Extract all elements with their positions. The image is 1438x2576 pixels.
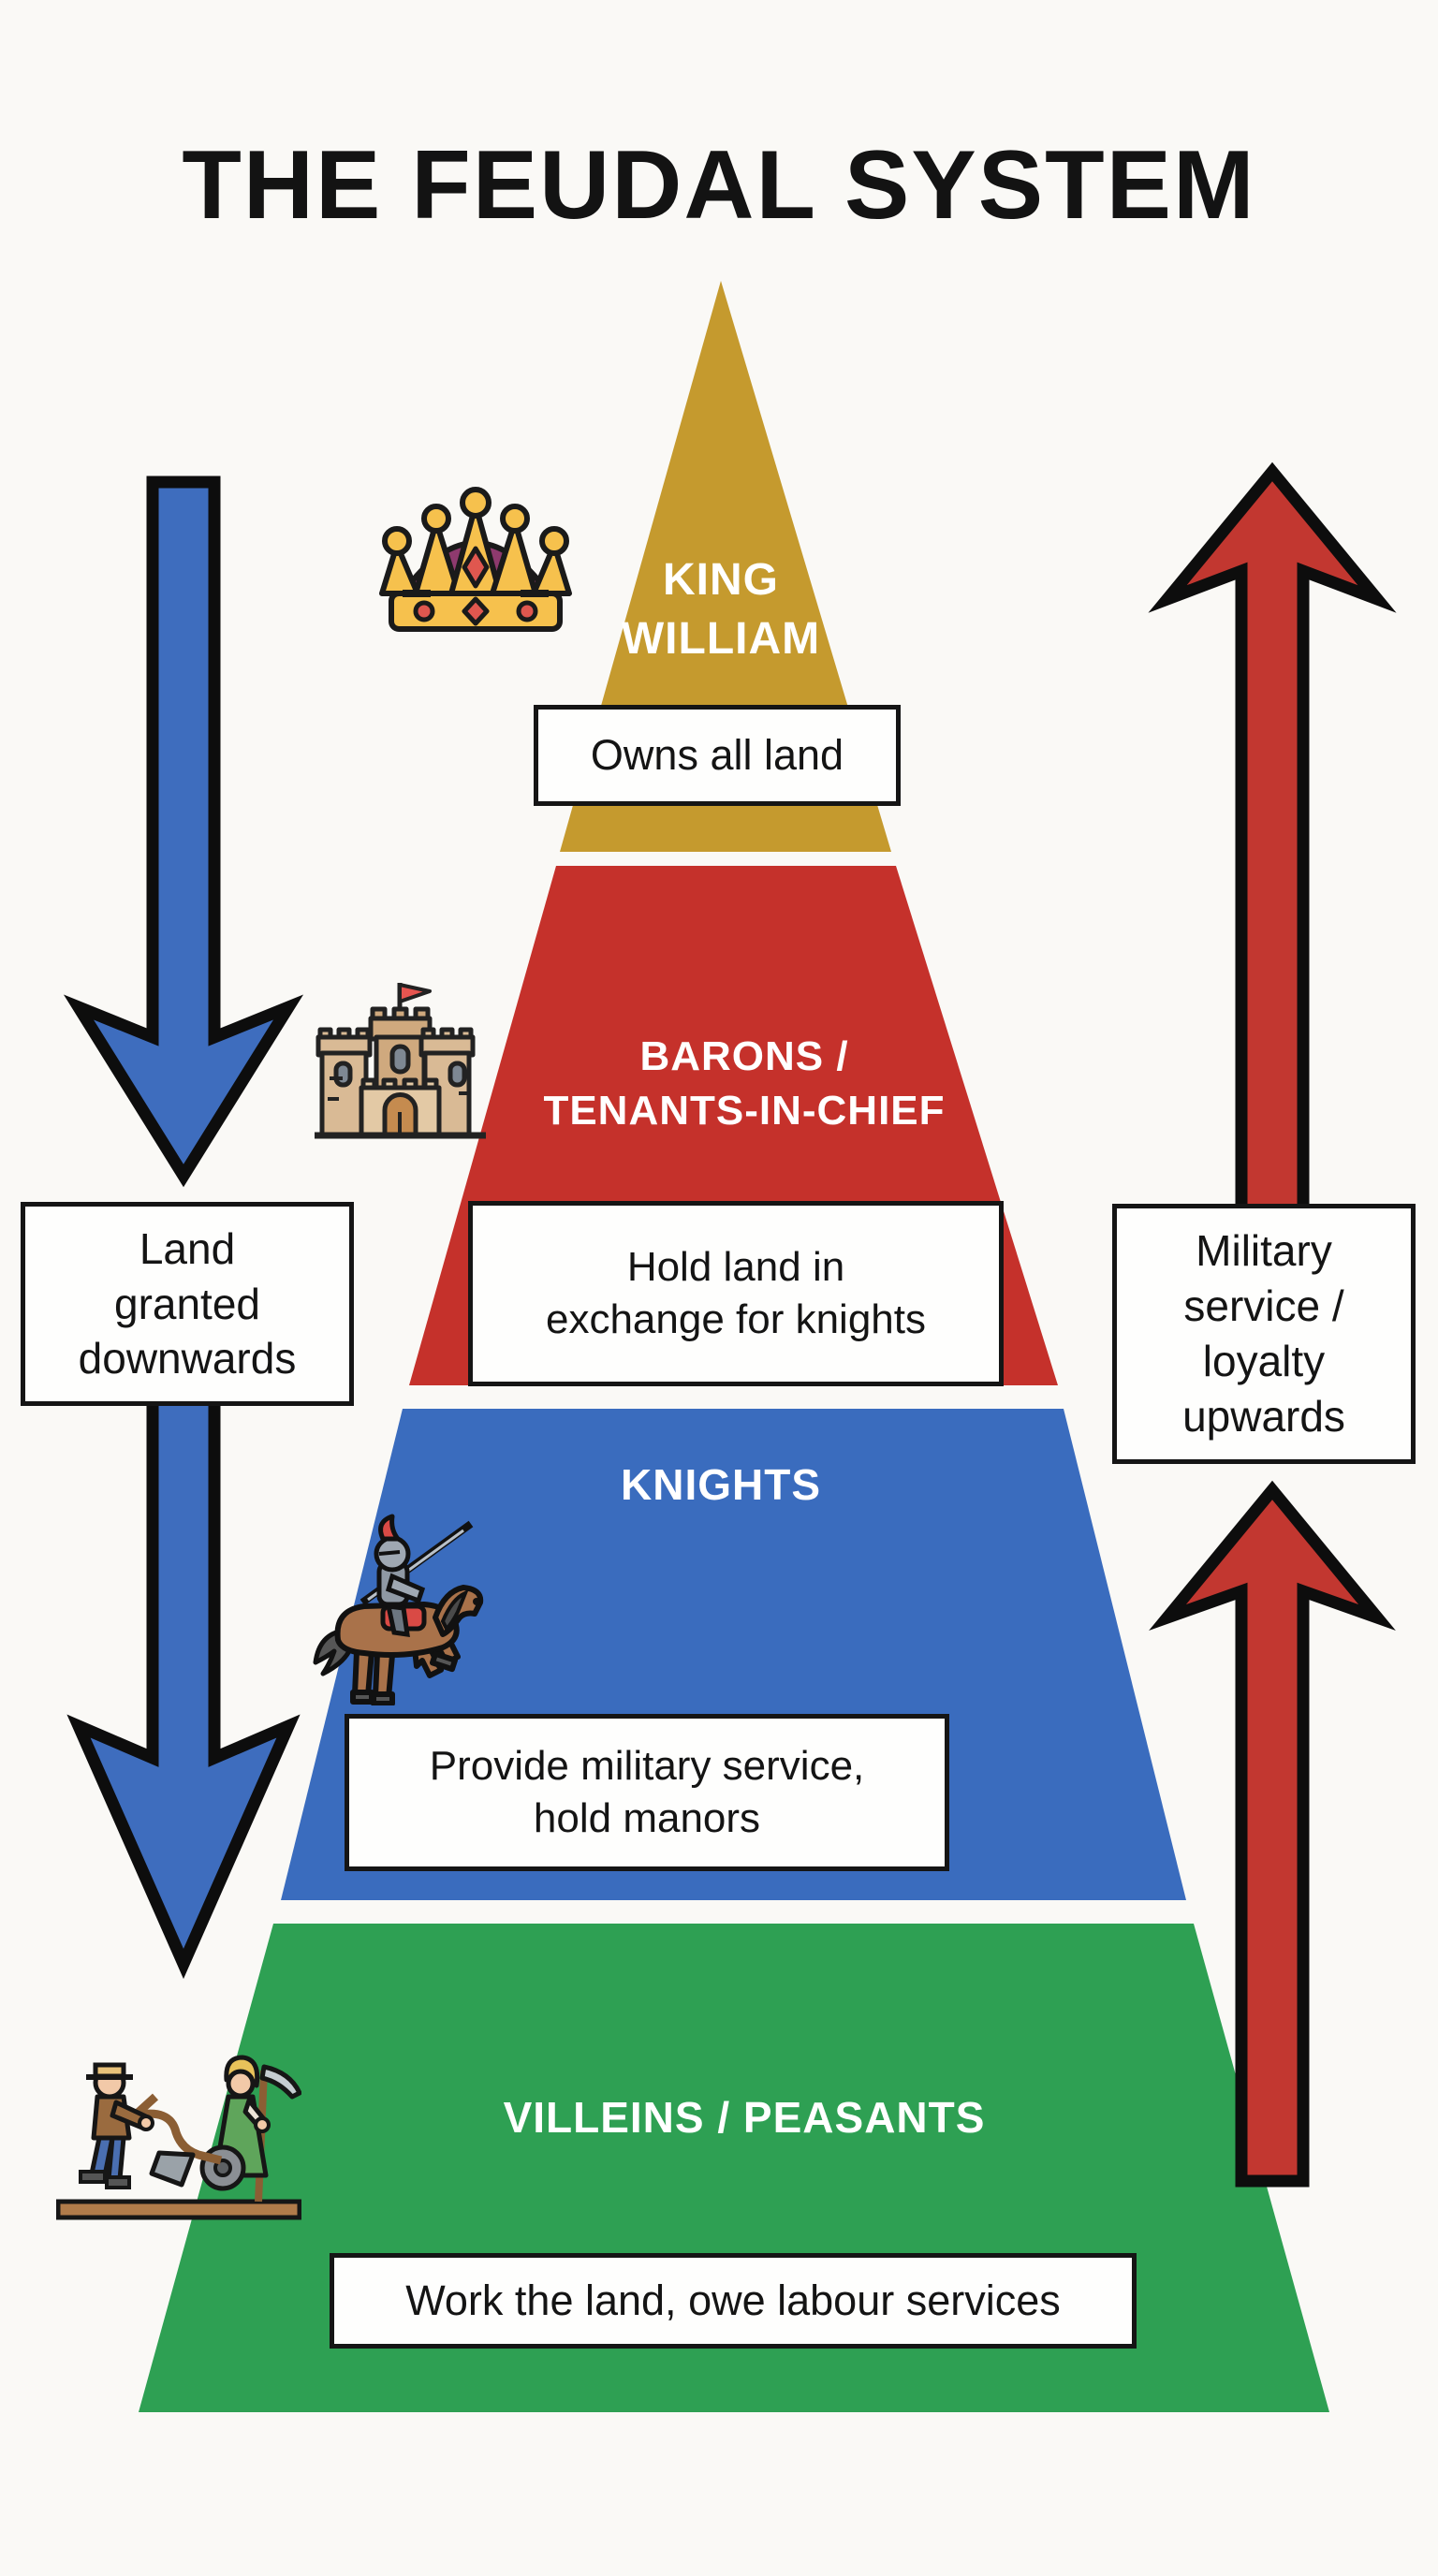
military-service-upwards-box: Military service / loyalty upwards: [1112, 1204, 1416, 1464]
tier-label-knights: KNIGHTS: [487, 1456, 955, 1514]
down-arrow-lower-icon: [66, 1393, 301, 1980]
king-label-line2: WILLIAM: [621, 614, 821, 665]
crown-icon: [379, 487, 572, 632]
barons-description-line2: exchange for knights: [545, 1296, 927, 1342]
villeins-label-line1: VILLEINS / PEASANTS: [503, 2093, 986, 2142]
knights-label-line1: KNIGHTS: [621, 1460, 821, 1509]
tier-label-villeins: VILLEINS / PEASANTS: [440, 2089, 1049, 2146]
barons-description-box: Hold land in exchange for knights: [468, 1201, 1004, 1386]
king-description-text: Owns all land: [590, 731, 844, 780]
barons-label-line2: TENANTS-IN-CHIEF: [543, 1088, 946, 1134]
king-label-line1: KING: [663, 555, 779, 605]
castle-icon: [315, 983, 486, 1139]
tier-label-barons: BARONS / TENANTS-IN-CHIEF: [477, 1030, 1011, 1138]
land-granted-downwards-box: Land granted downwards: [21, 1202, 354, 1406]
right-label-line4: upwards: [1182, 1391, 1345, 1441]
knights-description-line2: hold manors: [533, 1795, 761, 1841]
knights-description-box: Provide military service, hold manors: [345, 1714, 949, 1871]
knights-description-line1: Provide military service,: [429, 1742, 865, 1789]
barons-description-line1: Hold land in: [626, 1243, 845, 1290]
villeins-description-box: Work the land, owe labour services: [330, 2253, 1137, 2349]
right-label-line1: Military: [1196, 1226, 1332, 1276]
up-arrow-upper-icon: [1148, 461, 1397, 1231]
peasants-icon: [56, 2055, 301, 2220]
tier-label-king: KING WILLIAM: [487, 550, 955, 669]
barons-label-line1: BARONS /: [639, 1033, 849, 1079]
down-arrow-upper-icon: [63, 476, 304, 1188]
king-description-box: Owns all land: [534, 705, 901, 806]
left-label-line2: granted: [113, 1279, 260, 1328]
left-label-line3: downwards: [78, 1334, 297, 1383]
villeins-description-text: Work the land, owe labour services: [405, 2276, 1061, 2325]
up-arrow-lower-icon: [1149, 1480, 1396, 2188]
right-label-line2: service /: [1183, 1281, 1344, 1331]
knight-on-horse-icon: [313, 1514, 484, 1705]
right-label-line3: loyalty: [1202, 1337, 1326, 1385]
page-title: THE FEUDAL SYSTEM: [182, 131, 1256, 240]
left-label-line1: Land: [139, 1223, 236, 1273]
